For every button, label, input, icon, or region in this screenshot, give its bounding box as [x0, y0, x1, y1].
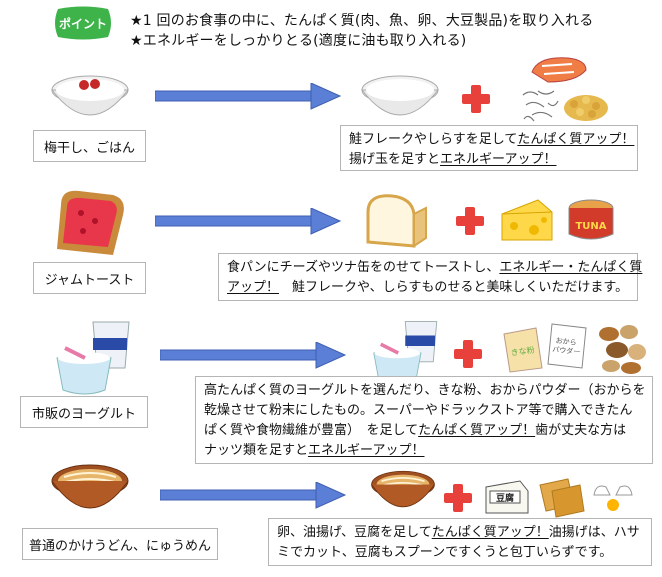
jam-toast-icon — [53, 185, 131, 263]
item-2-name: ジャムトースト — [33, 262, 146, 294]
note-line: ぱく質や食物繊維が豊富） を足してたんぱく質アップ！歯が丈夫な方は — [204, 421, 644, 441]
note-line: ミでカット、豆腐もスプーンですくうと包丁いらずです。 — [277, 543, 643, 563]
note-line: 乾燥させて粉末にしたもの。スーパーやドラックストア等で購入できたん — [204, 401, 644, 421]
note-text: 食パンにチーズやツナ缶をのせてトーストし、 — [227, 260, 500, 275]
point-badge: ポイント — [52, 6, 114, 40]
note-text: 鮭フレークや、しらすものせると美味しくいただけます。 — [279, 280, 629, 295]
emphasis-text: アップ！ — [227, 280, 280, 295]
salmon-icon — [528, 52, 590, 90]
item-3-note: 高たんぱく質のヨーグルトを選んだり、きな粉、おからパウダー（おからを乾燥させて粉… — [195, 376, 653, 464]
plus-icon — [456, 207, 484, 239]
note-text: 揚げ玉を足すと — [349, 152, 441, 167]
note-line: 卵、油揚げ、豆腐を足してたんぱく質アップ！油揚げは、ハサ — [277, 523, 643, 543]
kinako-bag-icon: きな粉 — [500, 326, 544, 378]
okara-powder-bag-icon: おから パウダー — [546, 322, 590, 374]
tofu-icon: 豆腐 — [482, 475, 532, 521]
arrow-3-icon — [159, 341, 350, 374]
svg-text:豆腐: 豆腐 — [496, 492, 514, 504]
note-text: ぱく質や食物繊維が豊富） を足して — [204, 423, 419, 438]
emphasis-text: たんぱく質アップ！ — [517, 132, 635, 147]
svg-text:TUNA: TUNA — [575, 221, 606, 232]
svg-text:おから パウダー: おから パウダー — [552, 337, 582, 357]
bread-icon — [362, 188, 432, 254]
note-text: 乾燥させて粉末にしたもの。スーパーやドラックストア等で購入できたん — [204, 403, 633, 418]
note-line: 揚げ玉を足すとエネルギーアップ！ — [349, 150, 629, 170]
udon-icon — [367, 463, 439, 529]
plus-icon — [462, 85, 490, 117]
note-line: アップ！ 鮭フレークや、しらすものせると美味しくいただけます。 — [227, 278, 629, 298]
emphasis-text: エネルギーアップ！ — [308, 443, 425, 458]
header-line-1: ★1 回のお食事の中に、たんぱく質(肉、魚、卵、大豆製品)を取り入れる — [130, 13, 594, 29]
arrow-2-icon — [154, 207, 345, 240]
tuna-can-icon: TUNA — [566, 196, 616, 248]
shirasu-icon — [518, 85, 563, 129]
okara-label-2: パウダー — [552, 345, 581, 357]
note-text: 歯が丈夫な方は — [535, 423, 627, 438]
emphasis-text: エネルギーアップ！ — [440, 152, 557, 167]
item-1-name: 梅干し、ごはん — [33, 130, 146, 162]
item-4-name: 普通のかけうどん、にゅうめん — [22, 528, 218, 560]
arrow-4-icon — [159, 481, 350, 514]
arrow-1-icon — [154, 82, 345, 115]
egg-icon — [590, 475, 636, 519]
svg-text:ポイント: ポイント — [59, 16, 107, 31]
emphasis-text: たんぱく質アップ！ — [431, 525, 549, 540]
note-text: 油揚げは、ハサ — [548, 525, 640, 540]
plus-icon — [444, 484, 472, 516]
yogurt-icon — [372, 318, 442, 392]
emphasis-text: たんぱく質アップ！ — [418, 423, 536, 438]
note-line: 鮭フレークやしらすを足してたんぱく質アップ！ — [349, 130, 634, 150]
emphasis-text: エネルギー・たんぱく質 — [499, 260, 643, 275]
rice-umeboshi-icon — [50, 60, 130, 129]
note-text: 高たんぱく質のヨーグルトを選んだり、きな粉、おからパウダー（おからを — [204, 383, 646, 398]
note-line: 食パンにチーズやツナ缶をのせてトーストし、エネルギー・たんぱく質 — [227, 258, 642, 278]
agedama-icon — [562, 88, 610, 126]
aburaage-icon — [534, 475, 586, 523]
okara-label-1: おから — [555, 337, 577, 347]
note-line: ナッツ類を足すとエネルギーアップ！ — [204, 441, 644, 461]
plus-icon — [454, 340, 482, 372]
note-line: 高たんぱく質のヨーグルトを選んだり、きな粉、おからパウダー（おからを — [204, 381, 646, 401]
svg-text:きな粉: きな粉 — [510, 344, 535, 357]
header-line-2: ★エネルギーをしっかりとる(適度に油も取り入れる) — [130, 33, 467, 49]
note-text: 鮭フレークやしらすを足して — [349, 132, 518, 147]
udon-bowl-icon — [50, 455, 130, 534]
item-3-name: 市販のヨーグルト — [20, 396, 148, 428]
cheese-icon — [498, 196, 556, 248]
yogurt-cup-icon — [55, 318, 135, 402]
note-text: ミでカット、豆腐もスプーンですくうと包丁いらずです。 — [277, 545, 613, 560]
nuts-icon — [595, 320, 650, 379]
item-4-note: 卵、油揚げ、豆腐を足してたんぱく質アップ！油揚げは、ハサミでカット、豆腐もスプー… — [268, 518, 652, 566]
note-text: ナッツ類を足すと — [204, 443, 309, 458]
note-text: 卵、油揚げ、豆腐を足して — [277, 525, 432, 540]
item-1-note: 鮭フレークやしらすを足してたんぱく質アップ！揚げ玉を足すとエネルギーアップ！ — [340, 125, 638, 171]
rice-bowl-icon — [360, 60, 440, 129]
item-2-note: 食パンにチーズやツナ缶をのせてトーストし、エネルギー・たんぱく質アップ！ 鮭フレ… — [218, 253, 642, 301]
